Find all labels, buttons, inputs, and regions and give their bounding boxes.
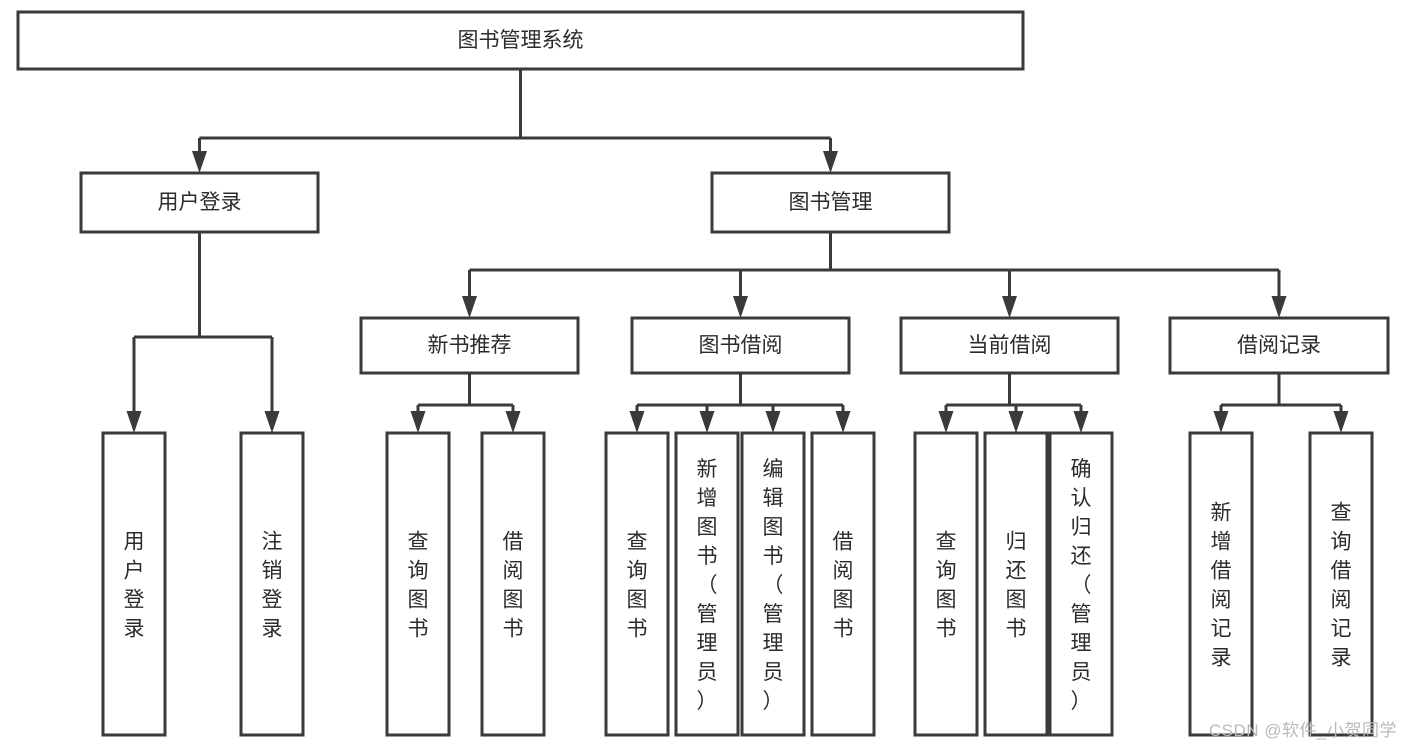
arrow-head [126, 411, 142, 433]
node-label: 新增借阅记录 [1211, 502, 1232, 670]
node-book-manage[interactable]: 图书管理 [710, 171, 951, 234]
node-label: 确认归还（管理员） [1071, 458, 1092, 713]
node-label: 当前借阅 [968, 334, 1052, 357]
node-leaf-confirm-return[interactable]: 确认归还（管理员） [1048, 431, 1114, 737]
node-label: 查询图书 [936, 531, 957, 641]
node-box[interactable] [239, 431, 305, 737]
node-box[interactable] [913, 431, 979, 737]
arrow-head [699, 411, 715, 433]
node-label: 图书借阅 [699, 334, 783, 357]
node-label: 注销登录 [262, 531, 283, 641]
node-label: 查询借阅记录 [1331, 502, 1352, 670]
node-box[interactable] [1048, 431, 1114, 737]
arrow-head [1213, 411, 1229, 433]
node-label: 用户登录 [158, 191, 242, 214]
nodes-layer: 图书管理系统用户登录图书管理新书推荐图书借阅当前借阅借阅记录用户登录注销登录查询… [16, 10, 1390, 737]
arrow-head [462, 296, 477, 318]
arrow-head [1008, 411, 1024, 433]
arrow-head [505, 411, 521, 433]
node-user-login[interactable]: 用户登录 [79, 171, 320, 234]
watermark: CSDN @软件_小贺同学 [1208, 721, 1397, 740]
arrow-head [1271, 296, 1287, 318]
node-label: 新书推荐 [428, 334, 512, 357]
node-book-borrow[interactable]: 图书借阅 [630, 316, 851, 375]
arrow-head [264, 411, 280, 433]
node-new-book-rec[interactable]: 新书推荐 [359, 316, 580, 375]
arrow-head [629, 411, 645, 433]
node-label: 编辑图书（管理员） [763, 458, 784, 713]
node-current-borrow[interactable]: 当前借阅 [899, 316, 1120, 375]
node-label: 新增图书（管理员） [697, 458, 718, 713]
node-box[interactable] [810, 431, 876, 737]
node-label: 图书管理系统 [458, 29, 584, 52]
node-leaf-query-book-2[interactable]: 查询图书 [604, 431, 670, 737]
node-label: 借阅图书 [833, 531, 854, 641]
node-box[interactable] [101, 431, 167, 737]
node-label: 图书管理 [789, 191, 873, 214]
arrow-head [192, 151, 207, 173]
node-box[interactable] [604, 431, 670, 737]
arrow-head [765, 411, 781, 433]
node-box[interactable] [359, 316, 580, 375]
node-box[interactable] [79, 171, 320, 234]
node-label: 借阅记录 [1237, 334, 1321, 357]
arrow-head [1002, 296, 1017, 318]
node-box[interactable] [385, 431, 451, 737]
node-leaf-user-login[interactable]: 用户登录 [101, 431, 167, 737]
node-box[interactable] [983, 431, 1049, 737]
node-borrow-record[interactable]: 借阅记录 [1168, 316, 1390, 375]
node-leaf-add-record[interactable]: 新增借阅记录 [1188, 431, 1254, 737]
edges-layer [126, 69, 1349, 433]
node-box[interactable] [630, 316, 851, 375]
node-leaf-user-logout[interactable]: 注销登录 [239, 431, 305, 737]
node-box[interactable] [710, 171, 951, 234]
node-leaf-add-book[interactable]: 新增图书（管理员） [674, 431, 740, 737]
node-root[interactable]: 图书管理系统 [16, 10, 1025, 71]
node-label: 借阅图书 [503, 531, 524, 641]
node-box[interactable] [674, 431, 740, 737]
node-label: 归还图书 [1006, 531, 1027, 641]
node-leaf-return-book[interactable]: 归还图书 [983, 431, 1049, 737]
arrow-head [938, 411, 954, 433]
node-leaf-query-book-1[interactable]: 查询图书 [385, 431, 451, 737]
node-box[interactable] [740, 431, 806, 737]
node-box[interactable] [1188, 431, 1254, 737]
node-leaf-borrow-book-2[interactable]: 借阅图书 [810, 431, 876, 737]
arrow-head [733, 296, 748, 318]
node-label: 查询图书 [627, 531, 648, 641]
arrow-head [1333, 411, 1349, 433]
arrow-head [410, 411, 426, 433]
node-box[interactable] [16, 10, 1025, 71]
node-label: 查询图书 [408, 531, 429, 641]
node-label: 用户登录 [124, 531, 145, 641]
node-leaf-query-book-3[interactable]: 查询图书 [913, 431, 979, 737]
arrow-head [835, 411, 851, 433]
node-leaf-borrow-book-1[interactable]: 借阅图书 [480, 431, 546, 737]
node-leaf-query-record[interactable]: 查询借阅记录 [1308, 431, 1374, 737]
arrow-head [823, 151, 838, 173]
node-box[interactable] [1168, 316, 1390, 375]
node-box[interactable] [899, 316, 1120, 375]
node-box[interactable] [480, 431, 546, 737]
node-box[interactable] [1308, 431, 1374, 737]
arrow-head [1073, 411, 1089, 433]
node-leaf-edit-book[interactable]: 编辑图书（管理员） [740, 431, 806, 737]
